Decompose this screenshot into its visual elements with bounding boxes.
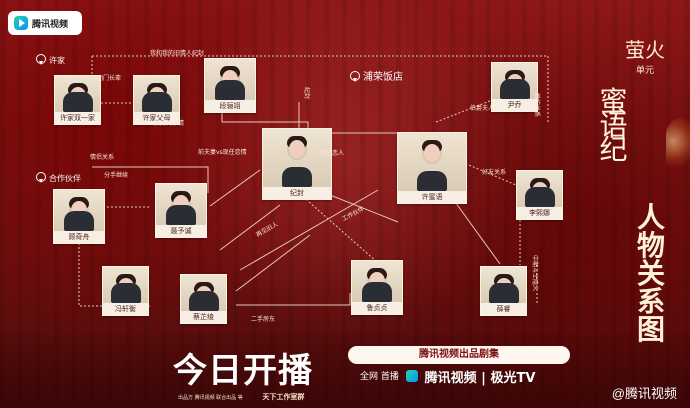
relation-label-14: 二手房东 <box>251 316 276 323</box>
tencent-video-icon <box>405 369 418 382</box>
character-card-xue-rui: 薛睿 <box>480 266 527 316</box>
brand-main: 萤火 <box>625 38 665 62</box>
title-line-4: 系 <box>636 285 665 318</box>
character-card-duan-liyi: 段骊翊 <box>204 58 256 113</box>
credits-text: 出品方 腾讯视频 联合出品 等 <box>178 395 243 401</box>
relation-label-1: 我和我的旧情人纪封 <box>150 50 205 57</box>
credits: 出品方 腾讯视频 联合出品 等 天下工作室群 <box>178 392 304 402</box>
brand-mark: 萤火 单元 <box>618 34 672 76</box>
relation-label-4: 纪封 <box>303 87 310 100</box>
location-xu-home: 许家 <box>36 53 65 66</box>
character-card-li-xina: 李熙娜 <box>516 170 563 220</box>
character-label: 尹乔 <box>492 99 537 111</box>
character-card-yin-qiao: 尹乔 <box>491 62 538 112</box>
character-portrait <box>55 76 100 112</box>
relation-label-15: 中期斗士隐人 <box>531 255 538 292</box>
relation-label-3: 扶持式亲情 <box>154 120 185 127</box>
play-icon <box>14 16 28 30</box>
title-line-2: 物 <box>636 229 665 262</box>
character-label: 段骊翊 <box>205 100 255 112</box>
relation-label-6: 曾经恋人 <box>320 150 345 157</box>
character-label: 许蜜语 <box>398 191 466 203</box>
studio-name: 天下工作室群 <box>262 393 305 401</box>
character-portrait <box>481 267 526 303</box>
weibo-handle: @腾讯视频 <box>611 386 677 401</box>
platform-main: 腾讯视频 | 极光TV <box>424 371 536 386</box>
character-portrait <box>54 190 104 231</box>
title-line-3: 关 <box>636 257 665 290</box>
brand-sub: 单元 <box>635 66 654 76</box>
platforms: 全网 首播 腾讯视频 | 极光TV <box>360 367 535 386</box>
relation-label-9: 前夫妻vs现任恋情 <box>198 149 247 156</box>
character-card-xu-parents: 许家父母 <box>133 75 180 125</box>
character-label: 薛睿 <box>481 303 526 315</box>
character-label: 许家双一家 <box>55 112 100 124</box>
platform-label-left: 全网 <box>360 372 379 382</box>
character-card-gu-qizhou: 顾奇舟 <box>53 189 105 244</box>
character-label: 许家父母 <box>134 112 179 124</box>
location-pin-icon <box>36 54 46 65</box>
production-banner: 腾讯视频出品剧集 <box>348 346 570 364</box>
platform-label-right: 首播 <box>380 372 399 382</box>
character-portrait <box>517 171 562 207</box>
location-hotel: 浦荣饭店 <box>350 68 403 83</box>
title-line-1: 人 <box>636 201 665 234</box>
character-label: 冯轩衡 <box>103 303 148 315</box>
lamp-glow <box>666 118 690 176</box>
tencent-video-logo: 腾讯视频 <box>8 11 82 35</box>
character-portrait <box>103 267 148 303</box>
character-portrait <box>156 184 206 225</box>
character-portrait <box>263 129 331 187</box>
character-card-feng-xuanheng: 冯轩衡 <box>102 266 149 316</box>
relation-label-7: 情侣关系 <box>90 154 115 161</box>
location-xu-home-label: 许家 <box>49 56 65 65</box>
character-label: 蔡芷绫 <box>181 311 226 323</box>
character-label: 顾奇舟 <box>54 231 104 243</box>
character-card-xu-family: 许家双一家 <box>54 75 101 125</box>
character-portrait <box>492 63 537 99</box>
character-portrait <box>134 76 179 112</box>
location-pin-icon <box>36 172 46 183</box>
relation-label-8: 分手继续 <box>104 172 129 179</box>
location-partners-label: 合作伙伴 <box>49 174 81 183</box>
character-portrait <box>352 261 402 302</box>
logo-text: 腾讯视频 <box>32 19 69 30</box>
character-label: 李熙娜 <box>517 207 562 219</box>
character-card-xu-miyu: 许蜜语 <box>397 132 467 204</box>
character-portrait <box>398 133 466 191</box>
relation-label-11: 婚约关系 <box>533 93 540 118</box>
title-line-5: 图 <box>636 313 665 346</box>
character-label: 聂予诚 <box>156 225 206 237</box>
location-pin-icon <box>350 71 360 82</box>
character-portrait <box>205 59 255 100</box>
character-label: 纪封 <box>263 187 331 199</box>
character-card-ji-feng: 纪封 <box>262 128 332 200</box>
poster-title: 人 物 关 系 图 <box>620 204 682 344</box>
character-card-nie-yucheng: 聂予诚 <box>155 183 207 238</box>
location-partners: 合作伙伴 <box>36 171 81 184</box>
character-portrait <box>181 275 226 311</box>
character-card-cai-zhiling: 蔡芷绫 <box>180 274 227 324</box>
location-hotel-label: 浦荣饭店 <box>363 72 403 83</box>
relation-label-10: 好友关系 <box>482 169 507 176</box>
show-calligraphy-title: 蜜语纪 <box>599 85 629 166</box>
bottom-band <box>0 344 690 408</box>
relation-label-2: 同门长辈 <box>97 75 122 82</box>
today-broadcast: 今日开播 <box>173 351 313 391</box>
character-label: 鲁贞贞 <box>352 302 402 314</box>
relation-label-5: 伯爵夫人 <box>470 105 495 112</box>
character-card-lu-zhenzhen: 鲁贞贞 <box>351 260 403 315</box>
